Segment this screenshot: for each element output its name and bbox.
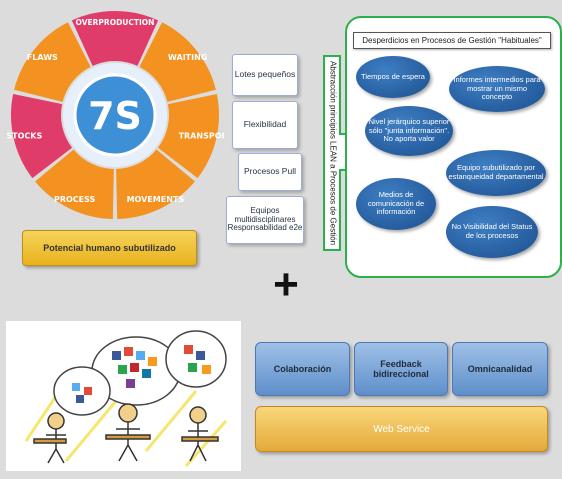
social-media-illustration <box>6 321 241 471</box>
wheel-label-overproduction: OVERPRODUCTION <box>76 18 155 27</box>
collaboration-button: Colaboración <box>255 342 350 396</box>
waste-item-communication-means: Medios de comunicación de información <box>356 178 436 230</box>
abstraction-label: Abstracción principios LEAN a Procesos d… <box>328 60 338 246</box>
lean-principle-small-batches: Lotes pequeños <box>232 54 298 96</box>
collaboration-sketch <box>24 330 228 467</box>
lean-principle-multidisciplinary-teams: Equipos multidisciplinares Responsabilid… <box>226 196 304 244</box>
wheel-label-stocks: STOCKS <box>6 132 42 141</box>
lean-principle-flexibility: Flexibilidad <box>232 101 298 149</box>
waste-item-hierarchy-level: Nivel jerárquico superior sólo "junta in… <box>365 106 453 156</box>
wheel-segment-transport <box>157 93 220 179</box>
wheel-segment-stocks <box>10 93 73 179</box>
wheel-segment-flaws <box>14 22 91 102</box>
wheel-segment-overproduction <box>71 10 159 66</box>
wheel-label-waiting: WAITING <box>168 53 207 62</box>
web-service-bar: Web Service <box>255 406 548 452</box>
wheel-label-movements: MOVEMENTS <box>127 195 185 204</box>
wheel-label-process: PROCESS <box>54 195 96 204</box>
bidirectional-feedback-button: Feedback bidireccional <box>354 342 448 396</box>
waste-item-underused-team: Equipo subutilizado por estanqueidad dep… <box>446 150 546 196</box>
lean-principle-pull-processes: Procesos Pull <box>238 153 302 191</box>
wheel-segment-movements <box>116 149 195 219</box>
omnichannel-button: Omnicanalidad <box>452 342 548 396</box>
waste-item-no-visibility: No Visibilidad del Status de los proceso… <box>446 206 538 258</box>
wheel-label-transport: TRANSPORT <box>179 132 224 141</box>
waste-item-waiting-times: Tiempos de espera <box>356 56 430 98</box>
wheel-center <box>73 73 157 157</box>
wheel-center-label: 7S <box>88 94 142 138</box>
plus-sign: + <box>273 260 299 309</box>
wheel-label-flaws: FLAWS <box>27 53 58 62</box>
waste-panel-title: Desperdicios en Procesos de Gestión "Hab… <box>353 32 551 49</box>
waste-item-intermediate-reports: Informes intermedios para mostrar un mis… <box>449 66 545 112</box>
seven-wastes-wheel: 7S OVERPRODUCTION WAITING TRANSPORT MOVEMEN… <box>6 10 224 219</box>
wheel-segment-waiting <box>139 22 216 102</box>
human-potential-label: Potencial humano subutilizado <box>22 230 197 266</box>
wheel-segment-process <box>35 149 114 219</box>
